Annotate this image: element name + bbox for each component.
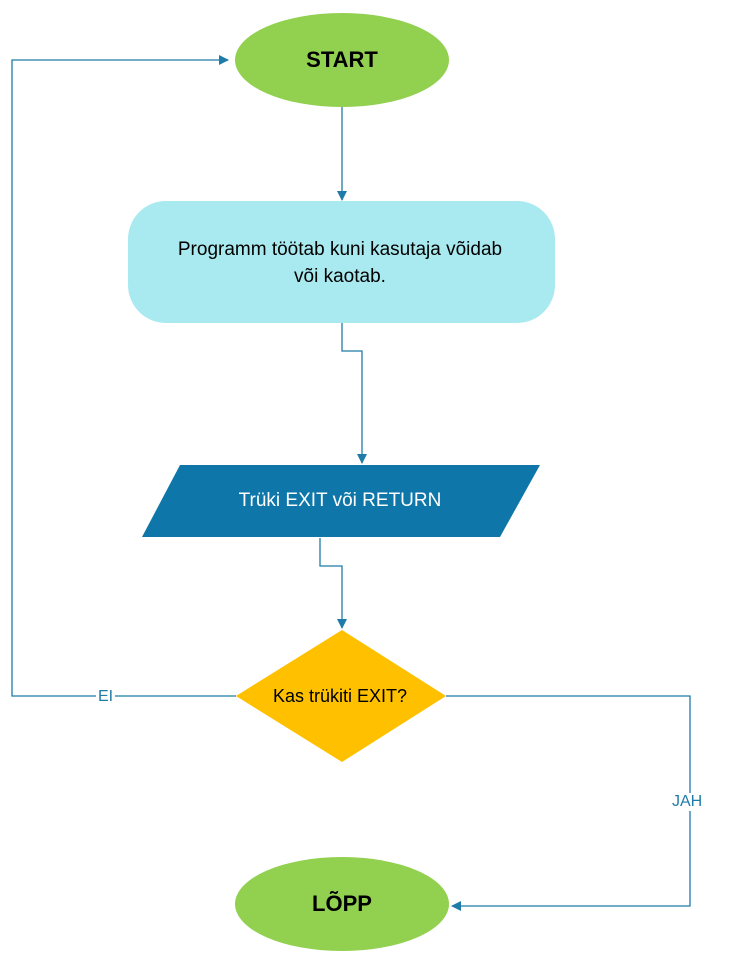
edge-label-yes: JAH xyxy=(670,793,705,811)
process-label: Programm töötab kuni kasutaja võidab või… xyxy=(177,239,503,287)
edge-label-no: EI xyxy=(96,688,116,706)
edge-process-to-io xyxy=(341,323,367,464)
end-label: LÕPP xyxy=(312,891,372,916)
io-label: Trüki EXIT või RETURN xyxy=(238,490,442,511)
io-node xyxy=(142,465,540,537)
start-node xyxy=(235,13,449,107)
edge-decision-yes-to-end xyxy=(446,695,691,911)
end-node xyxy=(235,857,449,951)
decision-label: Kas trükiti EXIT? xyxy=(272,685,408,706)
edge-io-to-decision xyxy=(319,538,347,629)
start-label: START xyxy=(306,47,378,72)
decision-node xyxy=(236,630,446,762)
edge-decision-no-loop xyxy=(11,55,236,697)
process-node xyxy=(128,201,555,323)
